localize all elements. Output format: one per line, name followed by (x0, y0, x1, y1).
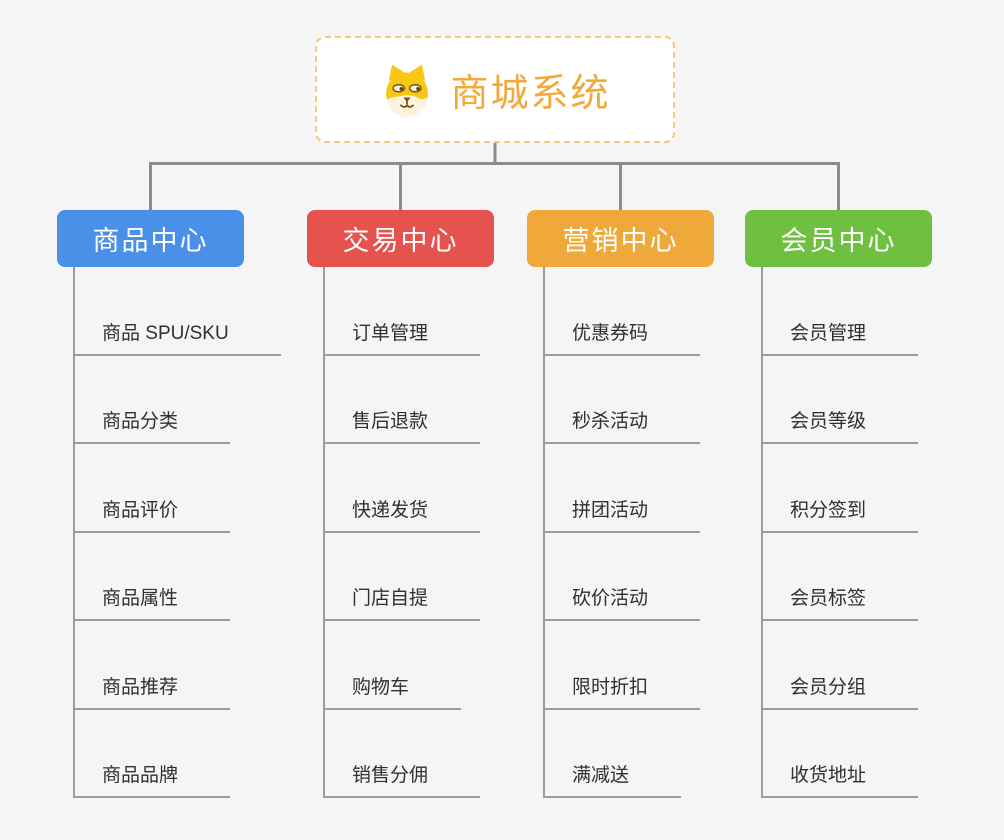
child-node-label[interactable]: 商品评价 (75, 495, 231, 533)
branch-node-3[interactable]: 营销中心 (527, 210, 714, 267)
child-node-label[interactable]: 商品属性 (75, 583, 231, 621)
child-node-label[interactable]: 门店自提 (325, 583, 481, 621)
child-node-label[interactable]: 会员等级 (763, 406, 919, 444)
child-node-row: 订单管理 (325, 267, 481, 356)
child-node-label[interactable]: 商品品牌 (75, 760, 231, 798)
branch-children-list: 商品 SPU/SKU 商品分类 商品评价 商品属性 商品推荐 商品品牌 (73, 267, 281, 798)
connector-path (149, 143, 840, 210)
child-node-row: 商品推荐 (75, 621, 281, 710)
child-node-label[interactable]: 砍价活动 (545, 583, 701, 621)
branch-node-label: 交易中心 (342, 226, 459, 256)
child-node-label[interactable]: 商品分类 (75, 406, 231, 444)
branch-children-list: 订单管理 售后退款 快递发货 门店自提 购物车 销售分佣 (323, 267, 481, 798)
child-node-label[interactable]: 优惠券码 (545, 318, 701, 356)
child-node-row: 购物车 (325, 621, 480, 710)
child-node-row: 会员标签 (763, 533, 919, 621)
child-node-row: 售后退款 (325, 356, 481, 444)
branch-children-list: 优惠券码 秒杀活动 拼团活动 砍价活动 限时折扣 满减送 (543, 267, 701, 798)
child-node-row: 拼团活动 (545, 444, 701, 533)
child-node-row: 砍价活动 (545, 533, 701, 621)
branch-node-label: 营销中心 (562, 226, 679, 256)
child-node-row: 秒杀活动 (545, 356, 701, 444)
child-node-label[interactable]: 积分签到 (763, 495, 919, 533)
child-node-row: 商品品牌 (75, 710, 281, 798)
child-node-row: 会员分组 (763, 621, 919, 710)
child-node-label[interactable]: 会员标签 (763, 583, 919, 621)
branch-node-1[interactable]: 商品中心 (57, 210, 244, 267)
child-node-label[interactable]: 售后退款 (325, 406, 481, 444)
child-node-row: 优惠券码 (545, 267, 701, 356)
child-node-label[interactable]: 会员分组 (763, 672, 919, 710)
child-node-row: 商品 SPU/SKU (75, 267, 281, 356)
branch-node-4[interactable]: 会员中心 (745, 210, 932, 267)
branch-node-label: 会员中心 (780, 226, 897, 256)
root-node-label: 商城系统 (450, 73, 611, 115)
child-node-row: 积分签到 (763, 444, 919, 533)
child-node-row: 门店自提 (325, 533, 481, 621)
child-node-label[interactable]: 快递发货 (325, 495, 481, 533)
child-node-row: 会员管理 (763, 267, 919, 356)
child-node-row: 收货地址 (763, 710, 919, 798)
branch-node-2[interactable]: 交易中心 (307, 210, 494, 267)
child-node-label[interactable]: 商品推荐 (75, 672, 231, 710)
child-node-label[interactable]: 满减送 (545, 760, 682, 798)
branch-children-list: 会员管理 会员等级 积分签到 会员标签 会员分组 收货地址 (761, 267, 919, 798)
child-node-label[interactable]: 会员管理 (763, 318, 919, 356)
child-node-row: 会员等级 (763, 356, 919, 444)
child-node-row: 商品评价 (75, 444, 281, 533)
child-node-label[interactable]: 秒杀活动 (545, 406, 701, 444)
dog-face-icon (379, 62, 435, 118)
child-node-label[interactable]: 购物车 (325, 672, 462, 710)
child-node-label[interactable]: 商品 SPU/SKU (75, 318, 281, 356)
child-node-label[interactable]: 限时折扣 (545, 672, 701, 710)
child-node-label[interactable]: 订单管理 (325, 318, 481, 356)
child-node-row: 满减送 (545, 710, 700, 798)
child-node-row: 商品属性 (75, 533, 281, 621)
child-node-row: 快递发货 (325, 444, 481, 533)
root-node[interactable]: 商城系统 (315, 36, 675, 143)
child-node-label[interactable]: 拼团活动 (545, 495, 701, 533)
child-node-row: 销售分佣 (325, 710, 481, 798)
branch-node-label: 商品中心 (92, 226, 209, 256)
child-node-row: 限时折扣 (545, 621, 701, 710)
child-node-label[interactable]: 收货地址 (763, 760, 919, 798)
child-node-row: 商品分类 (75, 356, 281, 444)
child-node-label[interactable]: 销售分佣 (325, 760, 481, 798)
